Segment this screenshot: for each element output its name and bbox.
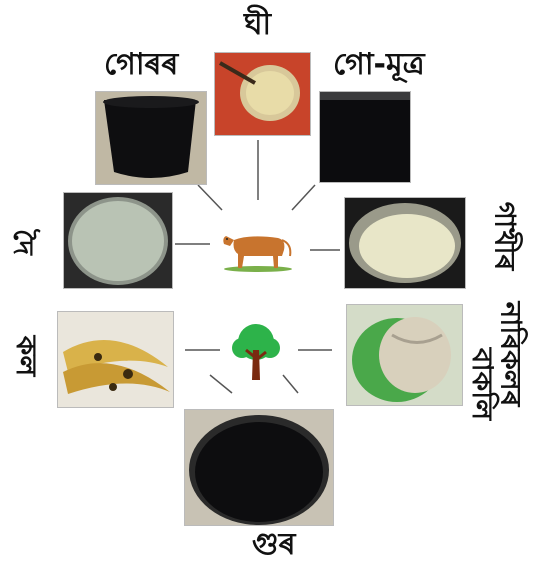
milk-photo <box>345 198 465 288</box>
curd-photo <box>64 193 172 288</box>
cow-icon <box>220 222 295 272</box>
coconut-photo <box>347 305 462 405</box>
urine-photo <box>320 92 410 182</box>
label-banana: কল <box>12 336 40 376</box>
label-coconut-1: নাৰিকলৰ <box>496 302 524 407</box>
line-cow-topright <box>292 185 315 210</box>
label-coconut-2: বাকলি <box>468 348 496 420</box>
label-dung: গোৰৰ <box>104 50 178 80</box>
tree-icon <box>230 320 282 382</box>
label-ghee: ঘী <box>244 10 271 40</box>
jaggery-photo <box>185 410 333 525</box>
line-tree-bottomright <box>283 375 298 393</box>
ghee-photo <box>215 53 310 135</box>
label-jaggery: গুৰ <box>252 530 296 560</box>
line-tree-bottomleft <box>210 375 232 393</box>
line-cow-topleft <box>198 185 222 210</box>
banana-photo <box>58 312 173 407</box>
label-milk: গাখীৰ <box>490 202 518 271</box>
label-urine: গো-মূত্ৰ <box>333 50 425 80</box>
dung-photo <box>96 92 206 184</box>
label-curd: দৈ <box>9 229 37 255</box>
